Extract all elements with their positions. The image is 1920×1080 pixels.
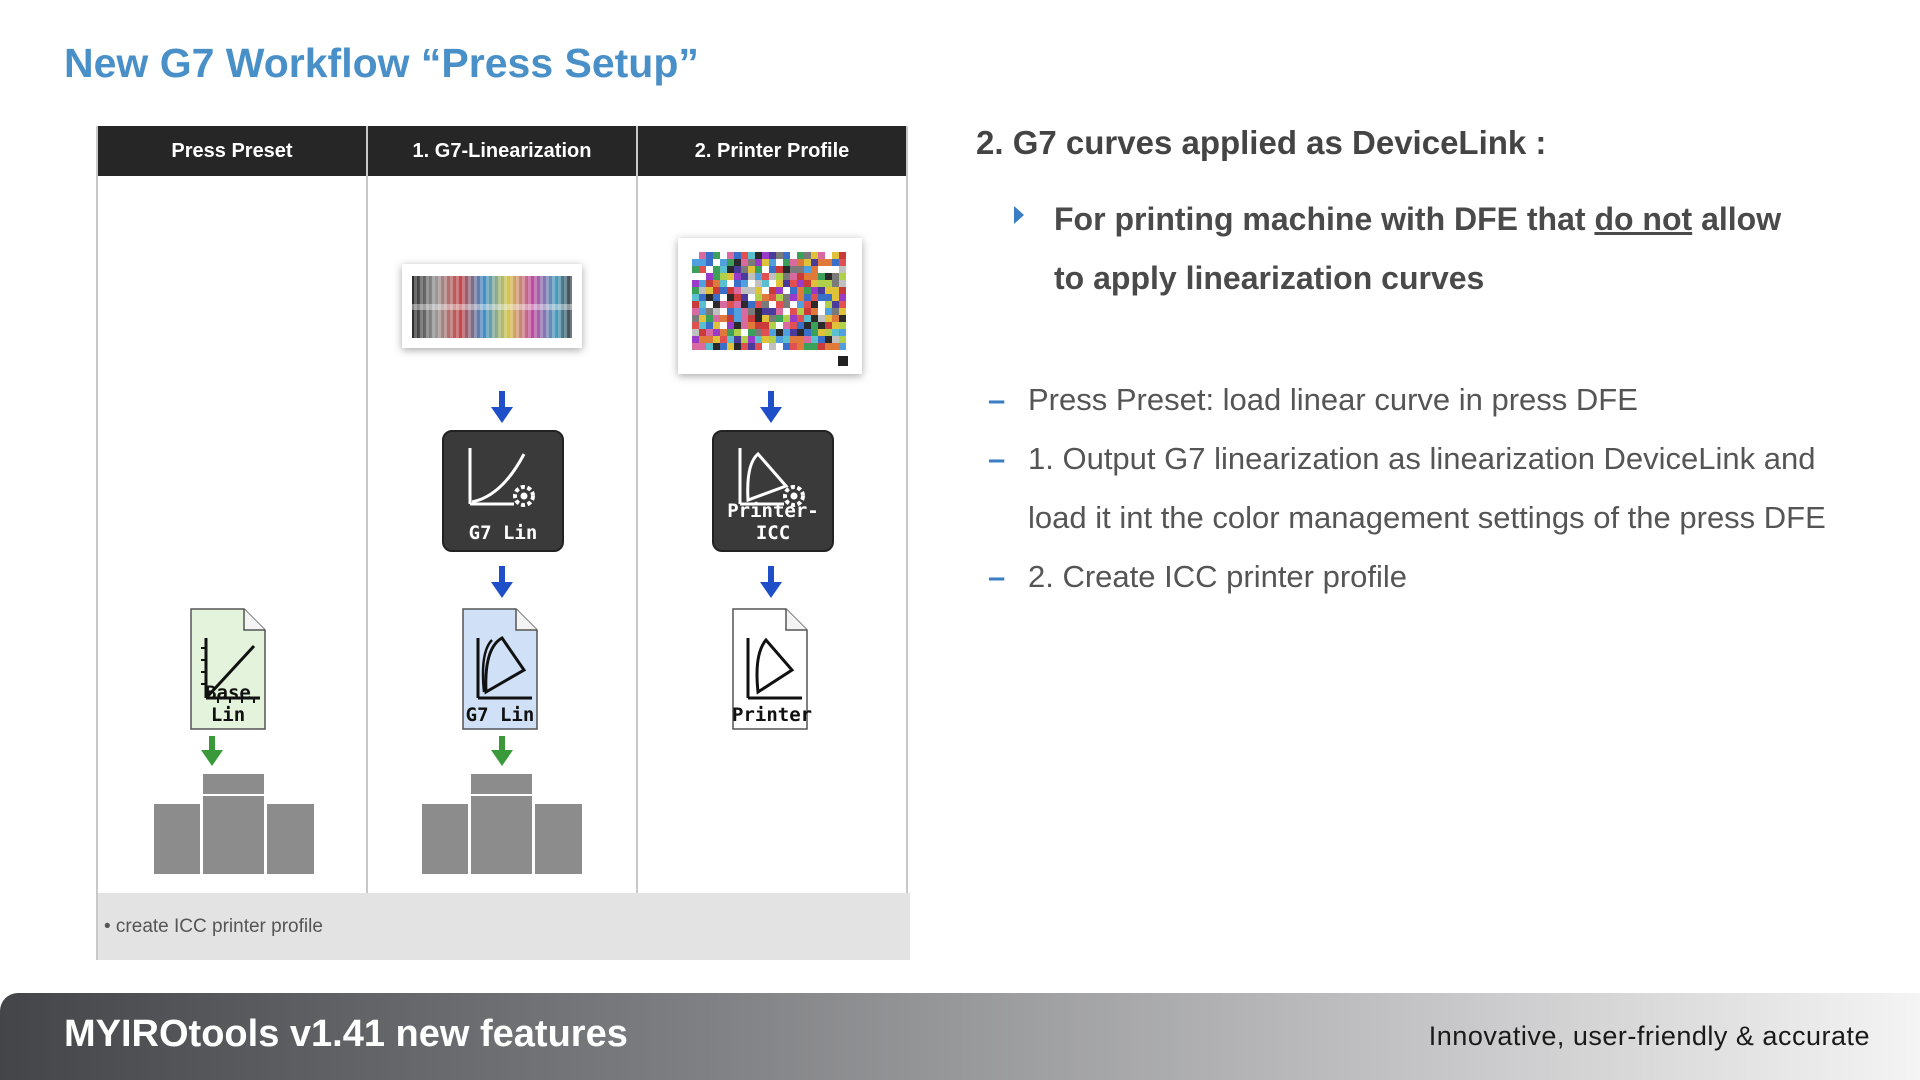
column-header: 2. Printer Profile (638, 126, 906, 176)
g7-lin-button-label: G7 Lin (468, 522, 538, 544)
column-printer-profile: 2. Printer Profile Printer-ICC (638, 126, 908, 893)
list-item-text: 2. Create ICC printer profile (1028, 559, 1408, 594)
list-item: –1. Output G7 linearization as lineariza… (986, 429, 1836, 547)
blue-down-arrow-icon (760, 566, 782, 603)
footer-product-title: MYIROtools v1.41 new features (64, 1013, 628, 1055)
blue-down-arrow-icon (491, 566, 513, 603)
bullet-text: For printing machine with DFE that do no… (1054, 190, 1814, 308)
printer-doc-label: Printer (732, 704, 813, 726)
linearization-chart-thumbnail (402, 264, 582, 348)
footer-bar: MYIROtools v1.41 new features Innovative… (0, 993, 1920, 1080)
bullet-text-part: allow to apply linearization curves (1054, 201, 1782, 296)
base-lin-document-icon: Base Lin (190, 608, 266, 730)
column-press-preset: Press Preset Base Lin (98, 126, 368, 893)
dash-list: –Press Preset: load linear curve in pres… (986, 370, 1836, 606)
list-item: –Press Preset: load linear curve in pres… (986, 370, 1836, 429)
bullet-underlined-text: do not (1594, 201, 1693, 237)
column-header: 1. G7-Linearization (368, 126, 636, 176)
bullet-text-part: For printing machine with DFE that (1054, 201, 1595, 237)
g7-lin-tool-button[interactable]: G7 Lin (442, 430, 564, 552)
profiling-chart-thumbnail (678, 238, 862, 374)
dash-bullet-icon: – (988, 559, 1006, 594)
workflow-panel: Press Preset Base Lin (96, 126, 912, 960)
column-header: Press Preset (98, 126, 366, 176)
section-heading: 2. G7 curves applied as DeviceLink : (976, 124, 1547, 161)
blue-down-arrow-icon (491, 391, 513, 428)
list-item: –2. Create ICC printer profile (986, 547, 1836, 606)
printer-icc-tool-button[interactable]: Printer-ICC (712, 430, 834, 552)
dash-bullet-icon: – (988, 382, 1006, 417)
list-item-text: 1. Output G7 linearization as linearizat… (1028, 441, 1826, 535)
triangle-bullet-icon (1014, 206, 1024, 224)
printer-icc-button-label: Printer-ICC (727, 500, 819, 544)
press-machine-icon (154, 774, 314, 874)
printer-profile-document-icon: Printer (732, 608, 813, 730)
blue-down-arrow-icon (760, 391, 782, 428)
base-lin-label: Base Lin (205, 682, 251, 726)
green-down-arrow-icon (491, 736, 513, 771)
press-machine-icon (422, 774, 582, 874)
g7-lin-devicelink-document-icon: G7 Lin (462, 608, 538, 730)
footer-tagline: Innovative, user-friendly & accurate (1428, 1021, 1870, 1051)
dash-bullet-icon: – (988, 441, 1006, 476)
column-g7-linearization: 1. G7-Linearization (368, 126, 638, 893)
panel-footer-note: • create ICC printer profile (98, 893, 910, 960)
g7-lin-doc-label: G7 Lin (465, 704, 535, 726)
slide-title: New G7 Workflow “Press Setup” (64, 40, 699, 86)
list-item-text: Press Preset: load linear curve in press… (1028, 382, 1638, 417)
green-down-arrow-icon (201, 736, 223, 771)
